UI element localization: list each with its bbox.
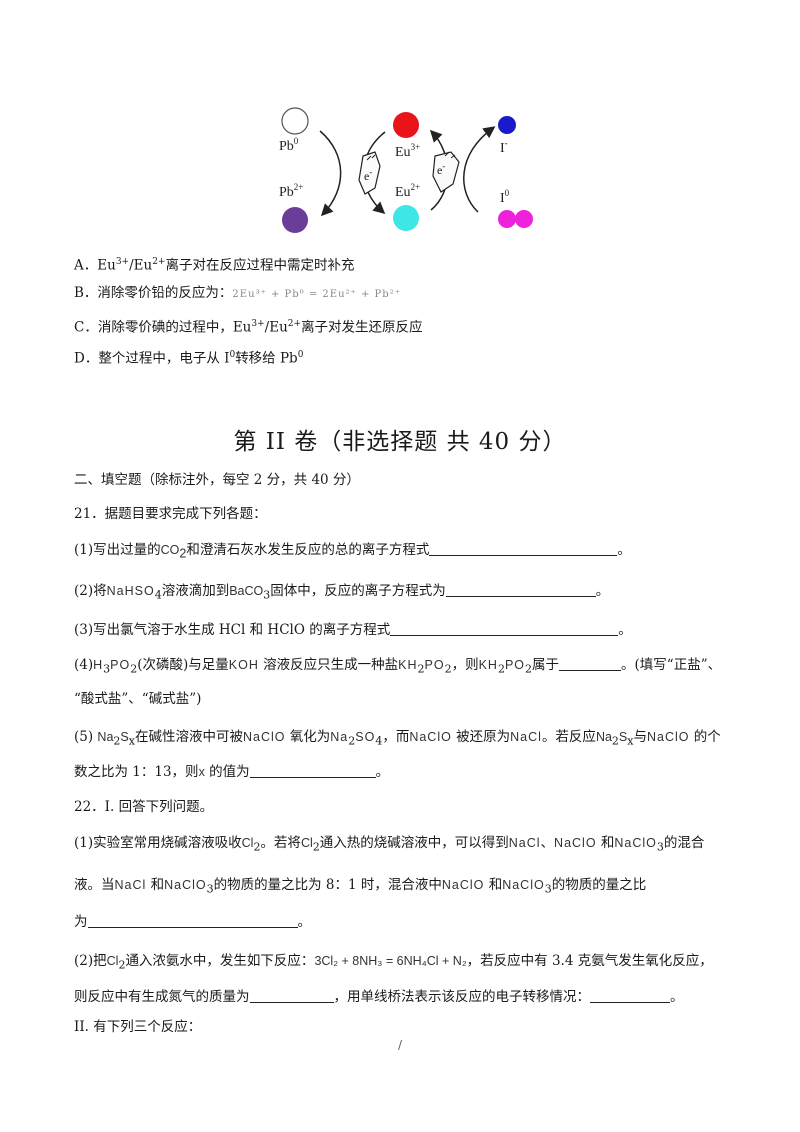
q21-heading: 21．据题目要求完成下列各题： (74, 506, 267, 522)
q21-part3: (3)写出氯气溶于水生成 HCl 和 HClO 的离子方程式。 (74, 621, 632, 638)
pb2-atom (282, 207, 308, 233)
option-a: A．Eu3+/Eu2+离子对在反应过程中需定时补充 (74, 257, 355, 274)
q22-part2: (2)把Cl2通入浓氨水中，发生如下反应：3Cl₂ + 8NH₃ = 6NH₄C… (74, 953, 713, 972)
option-d: D．整个过程中，电子从 I0转移给 Pb0 (74, 350, 304, 367)
q21-part5: (5) Na2Sx在碱性溶液中可被NaClO 氧化为Na2SO4，而NaClO … (74, 729, 721, 748)
pb0-label: Pb0 (279, 136, 299, 154)
electron-figure-left: e- (358, 151, 381, 195)
q22-part1-line3: 为。 (74, 913, 311, 930)
svg-text:e-: e- (364, 167, 372, 183)
option-c: C．消除零价碘的过程中，Eu3+/Eu2+离子对发生还原反应 (74, 319, 423, 336)
q22-part2-blank2[interactable] (590, 988, 670, 1003)
q21-part4-line2: “酸式盐”、“碱式盐”) (74, 691, 202, 707)
q22-part2-line2: 则反应中有生成氮气的质量为，用单线桥法表示该反应的电子转移情况：。 (74, 988, 684, 1005)
q21-part2-blank[interactable] (445, 582, 596, 597)
q21-part1: (1)写出过量的CO2和澄清石灰水发生反应的总的离子方程式。 (74, 541, 631, 561)
q22-part-ii: II. 有下列三个反应： (74, 1019, 202, 1035)
pb0-atom (281, 107, 309, 135)
q22-part2-blank1[interactable] (249, 988, 334, 1003)
pb2-label: Pb2+ (279, 182, 303, 200)
q22-part1-blank[interactable] (87, 913, 298, 928)
iminus-label: I- (500, 138, 508, 156)
i0-label: I0 (500, 188, 510, 206)
section-title: 第 II 卷（非选择题 共 40 分） (233, 429, 567, 455)
q21-part1-blank[interactable] (429, 541, 618, 556)
svg-text:e-: e- (437, 161, 445, 177)
option-b: B．消除零价铅的反应为：2Eu³⁺ + Pb⁰ = 2Eu²⁺ + Pb²⁺ (74, 285, 401, 301)
i0-atom-right (515, 210, 533, 228)
section-instructions: 二、填空题（除标注外，每空 2 分，共 40 分） (74, 472, 360, 488)
q21-part5-line2: 数之比为 1：13，则x 的值为。 (74, 763, 390, 780)
eu3-atom (393, 112, 419, 138)
q22-part1: (1)实验室常用烧碱溶液吸收Cl2。若将Cl2通入热的烧碱溶液中，可以得到NaC… (74, 835, 705, 854)
iminus-atom (498, 116, 516, 134)
eu2-label: Eu2+ (395, 182, 420, 200)
q22-equation: 3Cl₂ + 8NH₃ = 6NH₄Cl + N₂ (314, 954, 467, 968)
option-b-equation: 2Eu³⁺ + Pb⁰ = 2Eu²⁺ + Pb²⁺ (232, 289, 401, 300)
q21-part4: (4)H3PO2(次磷酸)与足量KOH 溶液反应只生成一种盐KH2PO2，则KH… (74, 656, 722, 676)
pb-oxidation-arrow (319, 130, 342, 217)
electron-figure-right: e- (432, 151, 460, 193)
iodine-oxidation-arrow (463, 126, 496, 213)
redox-cycle-diagram: Pb0 Pb2+ Eu3+ Eu2+ I- I0 e- e- (279, 107, 533, 233)
i0-atom-left (498, 210, 516, 228)
page-number: / (398, 1038, 403, 1052)
q21-part5-blank[interactable] (249, 763, 376, 778)
q21-part2: (2)将NaHSO4溶液滴加到BaCO3固体中，反应的离子方程式为。 (74, 582, 610, 602)
q21-part4-blank[interactable] (559, 656, 622, 671)
eu3-label: Eu3+ (395, 142, 420, 160)
q21-part3-blank[interactable] (390, 621, 619, 636)
q22-part1-line2: 液。当NaCl 和NaClO3的物质的量之比为 8：1 时，混合液中NaClO … (74, 877, 647, 896)
eu2-atom (393, 205, 419, 231)
q22-heading: 22．I. 回答下列问题。 (74, 799, 214, 815)
